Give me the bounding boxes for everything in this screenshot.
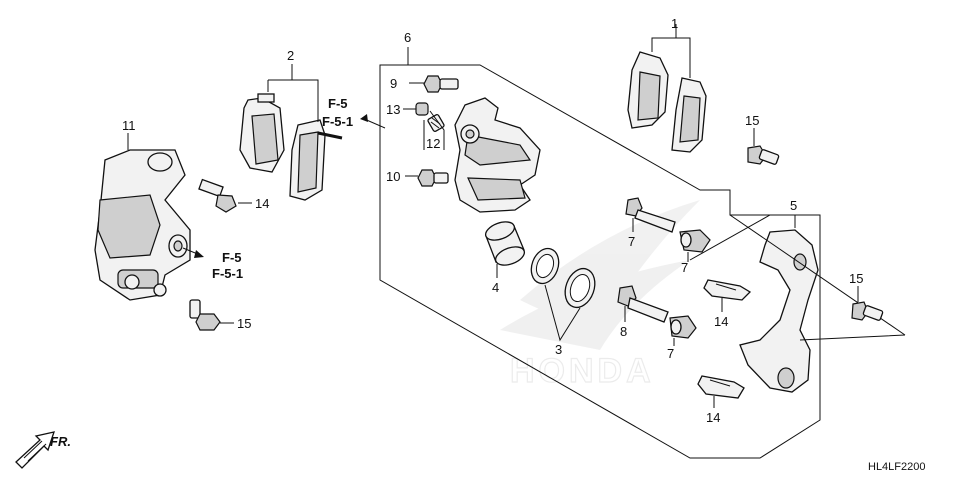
ref-label-left-1: F-5 <box>222 250 242 265</box>
callout-10a: 9 <box>390 76 397 91</box>
diagram-code: HL4LF2200 <box>868 461 926 473</box>
callout-13: 13 <box>386 102 400 117</box>
leader-3 <box>544 284 581 342</box>
bleed-valve-12[interactable] <box>427 114 445 132</box>
brake-pad-2-rear[interactable] <box>289 119 326 201</box>
bolt-15-lower-left[interactable] <box>189 299 221 331</box>
callout-15d: 15 <box>849 271 863 286</box>
callout-9: 8 <box>620 324 627 339</box>
callout-1: 1 <box>671 16 678 31</box>
callout-15a: 14 <box>255 196 269 211</box>
pad-pin-2[interactable] <box>317 131 343 140</box>
piston-4[interactable] <box>483 218 527 268</box>
leader-2 <box>267 64 319 122</box>
callout-4: 4 <box>492 280 499 295</box>
callout-12: 12 <box>426 136 440 151</box>
caliper-assembly-11[interactable] <box>94 149 191 301</box>
callout-2: 2 <box>287 48 294 63</box>
bolt-15-upper-left[interactable] <box>198 178 237 213</box>
callout-11: 11 <box>122 118 136 133</box>
callout-6: 6 <box>404 30 411 45</box>
watermark-text: HONDA <box>510 352 655 390</box>
callout-14a: 14 <box>714 314 728 329</box>
callout-10b: 10 <box>386 169 400 184</box>
bolt-10-lower[interactable] <box>417 169 449 187</box>
brake-pad-1-front[interactable] <box>627 51 669 129</box>
ref-label-center-2: F-5-1 <box>322 114 353 129</box>
pad-retainer-14-lower[interactable] <box>697 375 745 399</box>
piston-seal-3[interactable] <box>527 245 564 288</box>
ref-label-center-1: F-5 <box>328 96 348 111</box>
callout-8: 7 <box>628 234 635 249</box>
slide-pin-9[interactable] <box>617 285 669 323</box>
caliper-body-6[interactable] <box>454 97 541 213</box>
pin-boot-7-upper[interactable] <box>679 229 711 253</box>
bolt-15-upper-right[interactable] <box>747 145 780 165</box>
pin-boot-7-lower[interactable] <box>669 315 697 339</box>
arrowhead-ref-center <box>360 114 368 122</box>
dust-seal-3[interactable] <box>560 264 600 311</box>
callout-3: 3 <box>555 342 562 357</box>
bolt-10-upper[interactable] <box>423 75 459 93</box>
bleed-cap-13[interactable] <box>415 102 429 116</box>
callout-14b: 14 <box>706 410 720 425</box>
caliper-bracket-5[interactable] <box>739 229 819 393</box>
bolt-15-right[interactable] <box>851 301 884 321</box>
callout-7b: 7 <box>667 346 674 361</box>
direction-label: FR. <box>50 434 71 449</box>
assembly-boundary-5 <box>689 214 820 261</box>
brake-pad-1-rear[interactable] <box>671 77 707 153</box>
slide-pin-8[interactable] <box>625 197 676 233</box>
bracket-leader-lines <box>729 214 906 341</box>
pad-retainer-14-upper[interactable] <box>703 279 752 301</box>
brake-pad-2-front[interactable] <box>239 93 285 173</box>
leader-1 <box>651 24 691 78</box>
arrowhead-ref-left <box>194 250 204 258</box>
callout-7a: 7 <box>681 260 688 275</box>
callout-15c: 15 <box>745 113 759 128</box>
leader-12 <box>423 110 445 150</box>
ref-label-left-2: F-5-1 <box>212 266 243 281</box>
callout-5: 5 <box>790 198 797 213</box>
honda-watermark: HONDA <box>500 200 700 391</box>
front-direction-arrow <box>15 431 55 469</box>
callout-15b: 15 <box>237 316 251 331</box>
